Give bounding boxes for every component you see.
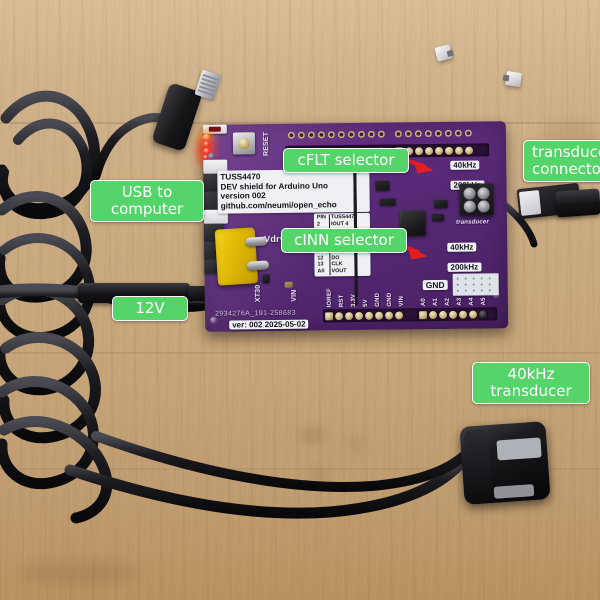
cinn-arrow-head [407,246,428,260]
wood-seam [0,468,600,470]
callout-cflt-selector: cFLT selector [283,148,409,173]
callout-40khz-transducer: 40kHz transducer [472,362,590,404]
callout-12v: 12V [112,296,188,321]
wood-knot [300,430,326,440]
wood-blotch [20,560,140,586]
callout-usb-to-computer: USB to computer [90,180,204,222]
wood-knot [310,470,328,479]
wood-seam [0,352,600,354]
callout-transducer-connector: transducer connector [523,140,600,182]
cflt-arrow-head [413,160,434,174]
wood-knot [352,438,361,452]
transducer-cable [64,456,468,519]
callout-cinn-selector: cINN selector [281,228,407,253]
transducer-short-lead [502,202,538,248]
